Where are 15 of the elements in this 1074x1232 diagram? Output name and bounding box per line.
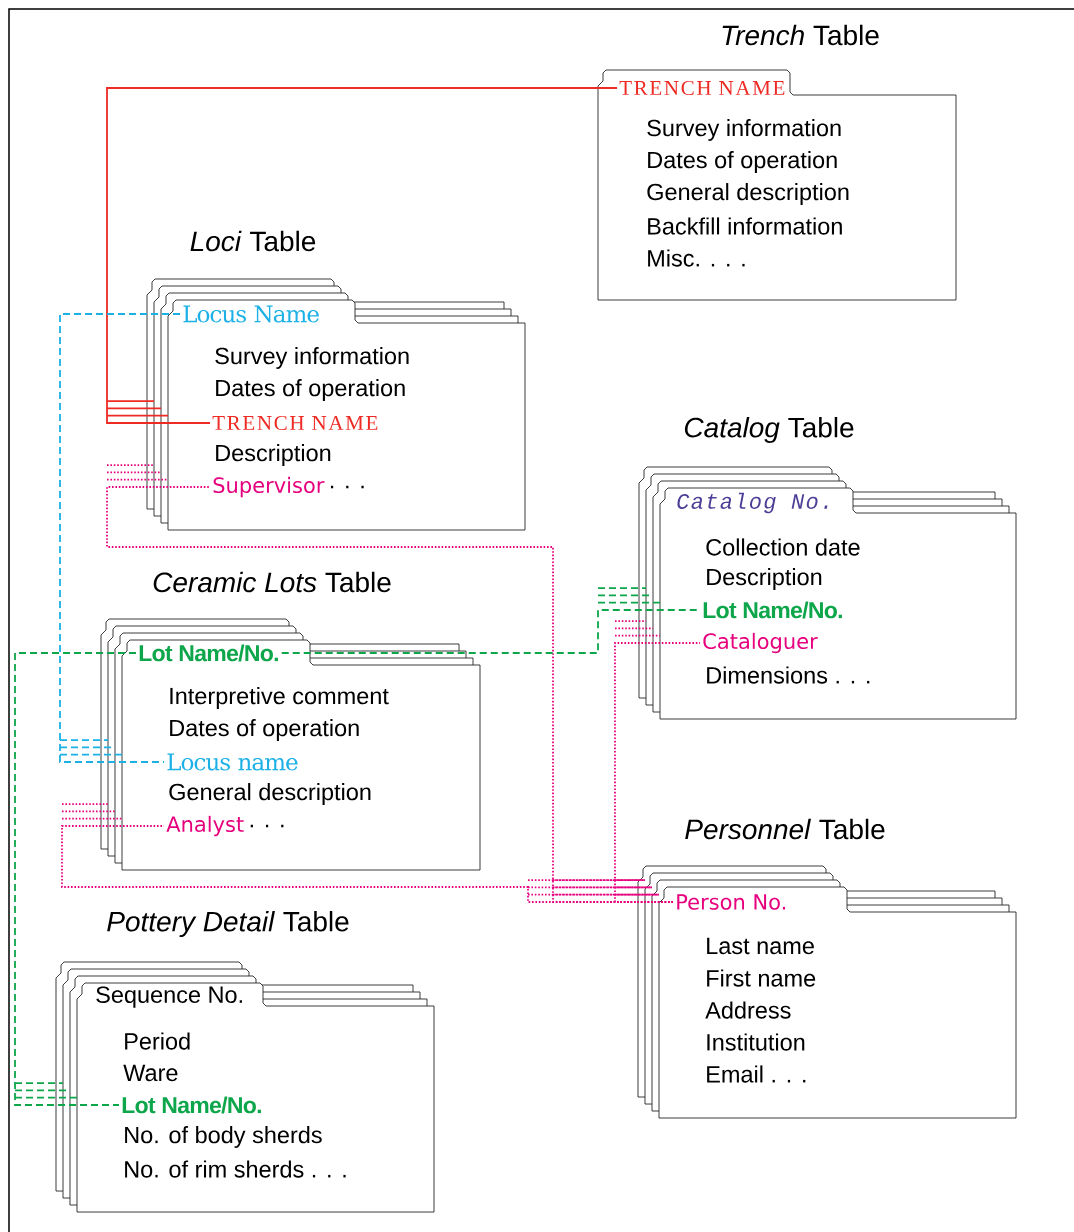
table-title: Loci Table xyxy=(190,230,316,252)
field-name: Misc. . . . xyxy=(648,249,745,267)
field-name: Dates of operation xyxy=(648,151,837,173)
table-title: Pottery Detail Table xyxy=(107,910,349,938)
connector-line xyxy=(614,620,701,903)
table-title: Trench Table xyxy=(722,24,879,46)
table-title: Personnel Table xyxy=(685,818,885,840)
connector-line xyxy=(14,652,137,1106)
connector-line xyxy=(59,313,181,763)
table-title: Catalog Table xyxy=(684,416,854,444)
field-name: Survey information xyxy=(647,119,841,141)
field-name: General description xyxy=(647,183,849,205)
table-title: Ceramic Lots Table xyxy=(153,571,391,593)
field-name: Backfill information xyxy=(648,217,842,235)
key-field: TRENCH NAME xyxy=(619,80,785,96)
